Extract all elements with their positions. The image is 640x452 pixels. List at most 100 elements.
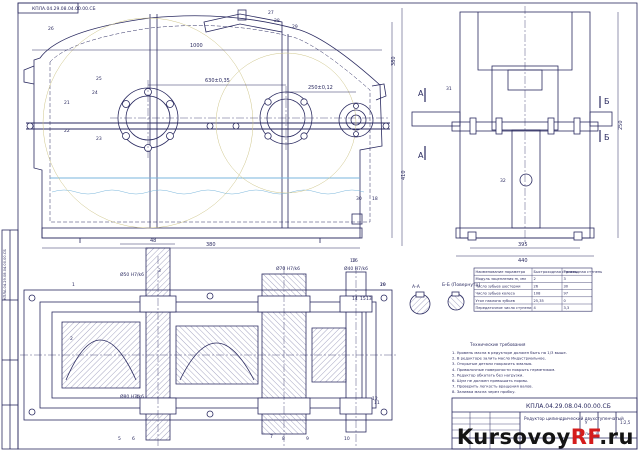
balloon-1: 1 [72, 282, 75, 288]
oil-indicator [519, 173, 533, 187]
balloon-12: 12 [372, 396, 378, 402]
drawing-code: КПЛА.04.29.08.04.00.00.СБ [526, 403, 611, 410]
drawing-sheet-number: Лист 1 [585, 432, 598, 436]
balloon-30: 30 [356, 196, 362, 202]
watermark-main: Kursovoy [456, 425, 571, 449]
note-item: 2. В редукторе залить масло Индустриальн… [452, 356, 546, 361]
spec-cell-4-0: Угол наклона зубьев [476, 299, 515, 303]
margin-stamp: КПЛА.04.29.08.04.00.00.СБ [3, 249, 7, 300]
section-mark-a-top: A [418, 89, 424, 98]
balloon-9: 9 [306, 436, 309, 442]
dim-base: 380 [206, 242, 216, 248]
balloon-16: 16 [352, 258, 358, 264]
balloon-8: 8 [282, 436, 285, 442]
dim-center-1: 630±0,35 [205, 78, 230, 84]
balloon-15: 15 [360, 296, 366, 302]
technical-requirements: Технические требования 1. Уровень масла в… [452, 342, 567, 394]
balloon-19: 19 [380, 282, 386, 288]
balloon-5: 5 [118, 436, 121, 442]
balloon-4: 4 [136, 394, 139, 400]
spec-cell-5-0: Передаточное число ступени [476, 306, 533, 310]
gear-spec-table: Наименование параметра Быстроходная ступе… [473, 267, 603, 312]
dim-overall-length: 1000 [190, 43, 203, 49]
balloon-20: 20 [380, 282, 386, 288]
balloon-2: 2 [70, 336, 73, 342]
section-bb-label: Б-Б (Повернуто) [442, 282, 480, 288]
spec-cell-1-0: Модуль зацепления m, мм [476, 277, 527, 281]
balloon-28: 28 [274, 18, 280, 24]
note-item: 5. Редуктор обкатать без нагрузки. [452, 372, 524, 377]
drawing-scale: 1:2,5 [620, 420, 631, 425]
side-view [411, 6, 619, 257]
balloon-7: 7 [270, 434, 273, 440]
watermark-tld: .ru [599, 425, 634, 449]
spec-cell-2-2: 30 [564, 284, 569, 288]
dim-shaft-offset: 48 [150, 238, 156, 244]
spec-header-0: Наименование параметра [476, 270, 526, 274]
note-item: 4. Привалочные поверхности покрыть герме… [452, 367, 555, 372]
spec-cell-1-1: 2 [534, 277, 536, 281]
fit-label-2: Ø70 H7/k6 [276, 265, 300, 272]
sheet-frame [17, 2, 638, 450]
spec-cell-3-0: Число зубьев колеса [476, 292, 515, 296]
section-aa-label: А-А [412, 284, 421, 290]
watermark: KursovoyRF.ru [457, 425, 634, 449]
note-item: 6. Шум не должен превышать нормы. [452, 378, 528, 383]
top-stamp-text: КПЛА.04.29.08.04.00.00.СБ [32, 6, 96, 12]
balloon-27: 27 [268, 10, 274, 16]
balloon-21: 21 [64, 100, 70, 106]
spec-cell-2-0: Число зубьев шестерни [476, 284, 522, 288]
balloon-22: 22 [64, 128, 70, 134]
section-mark-b-bottom: Б [604, 133, 610, 142]
balloon-18: 18 [372, 196, 378, 202]
balloon-23: 23 [96, 136, 102, 142]
spec-cell-4-2: 0 [564, 299, 567, 303]
balloon-26: 26 [48, 26, 54, 32]
watermark-accent: RF [570, 425, 600, 449]
drawing-stage: У [585, 420, 588, 425]
fit-label-3: Ø80 H7/k6 [120, 393, 144, 400]
balloon-13: 13 [366, 296, 372, 302]
fit-label-1: Ø50 H7/k6 [120, 271, 144, 278]
balloon-25: 25 [96, 76, 102, 82]
balloon-17: 17 [350, 258, 356, 264]
spec-cell-5-1: 4 [534, 306, 537, 310]
dim-center-2: 250±0,12 [308, 85, 333, 91]
notes-title: Технические требования [469, 342, 526, 347]
balloon-24: 24 [92, 90, 98, 96]
big-wheel-circle [42, 17, 254, 229]
balloon-32: 32 [500, 178, 506, 184]
front-view [23, 8, 403, 249]
balloon-14: 14 [352, 296, 358, 302]
balloon-10: 10 [344, 436, 350, 442]
balloon-3: 3 [158, 268, 161, 274]
spec-cell-4-1: 25,35 [534, 299, 544, 303]
dim-height-2: 410 [401, 170, 407, 180]
spec-header-1: Быстроходная ступень [534, 270, 578, 274]
title-block [451, 397, 638, 450]
bearing-cover-fast [338, 102, 374, 138]
spec-cell-3-1: 108 [534, 292, 542, 296]
inspection-cover [203, 13, 283, 33]
input-shaft [411, 111, 461, 127]
plan-view [20, 247, 396, 446]
spec-header-2: Тихоходная ступень [563, 270, 603, 274]
section-mark-a-bottom: A [418, 151, 424, 160]
spec-cell-3-2: 97 [564, 292, 569, 296]
note-item: 1. Уровень масла в редукторе должен быть… [452, 350, 567, 355]
note-item: 3. Открытые детали покрасить эмалью. [452, 361, 532, 366]
balloon-29: 29 [292, 24, 298, 30]
drawing-name: Редуктор цилиндрический двухступенчатый [524, 416, 624, 421]
spec-cell-2-1: 26 [534, 284, 539, 288]
dim-side-width: 395 [518, 242, 528, 248]
spec-cell-5-2: 3,3 [564, 306, 570, 310]
section-mark-b-top: Б [604, 97, 610, 106]
spec-cell-1-2: 3 [564, 277, 566, 281]
section-details [409, 291, 465, 315]
note-item: 7. Проверить легкость вращения валов. [452, 384, 533, 389]
note-item: 8. Заливка масла через пробку. [452, 389, 516, 394]
balloon-31: 31 [446, 86, 452, 92]
balloon-11: 11 [374, 400, 380, 406]
